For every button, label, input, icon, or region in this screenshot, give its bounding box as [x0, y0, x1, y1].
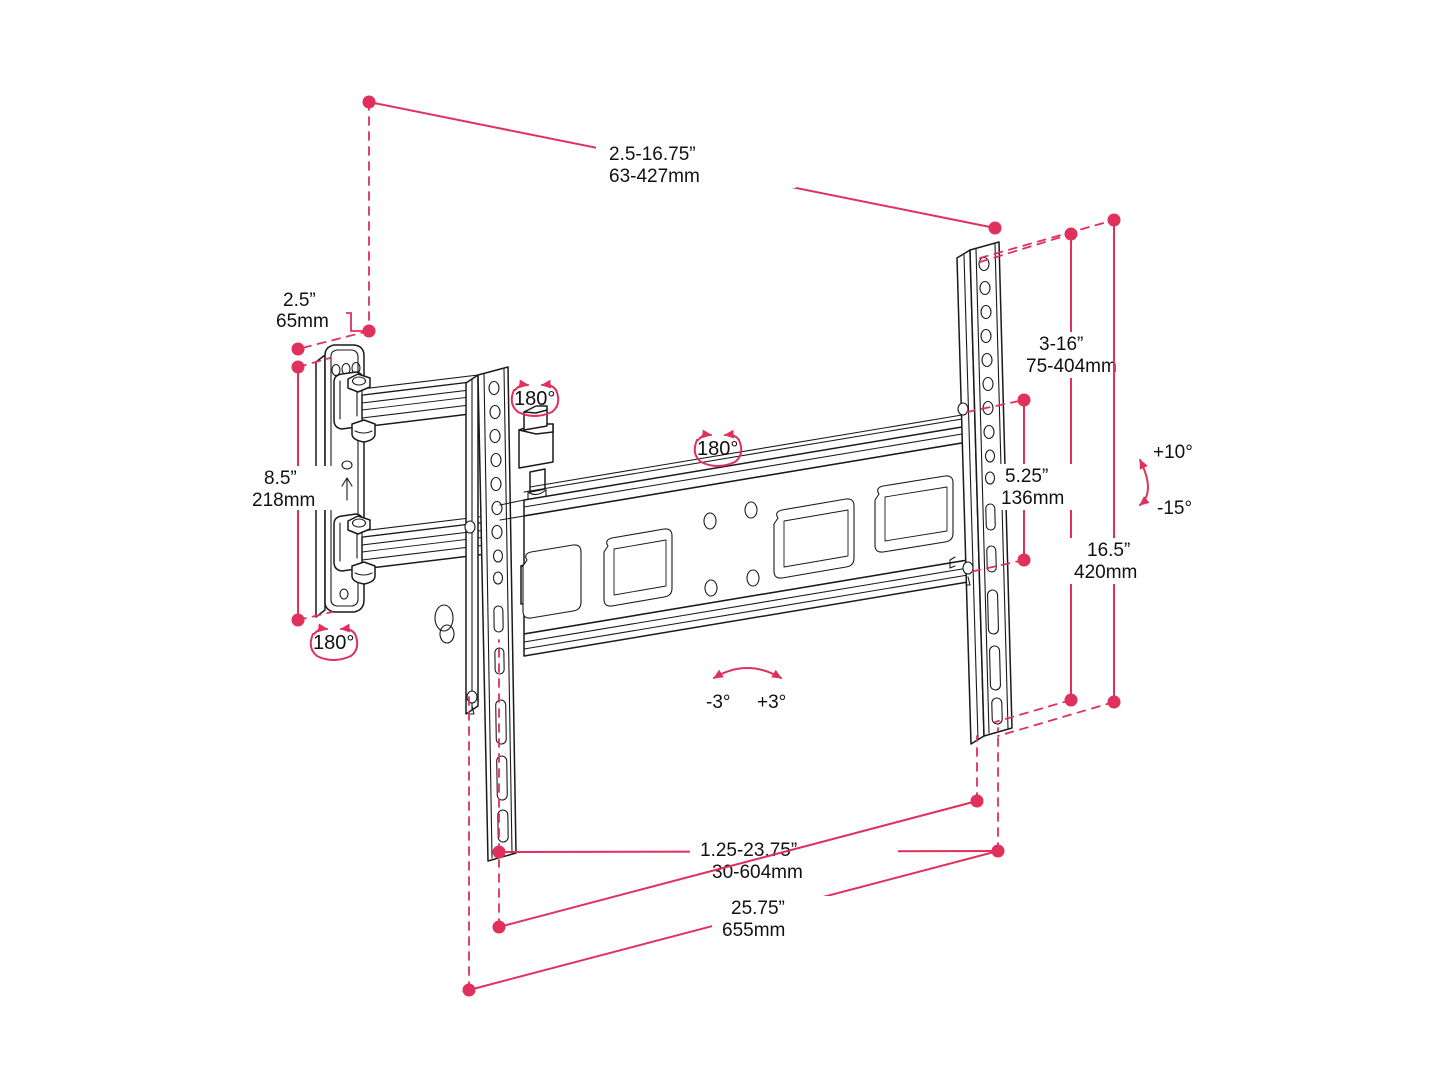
extension-rail — [499, 413, 969, 657]
dim-depth-range-leader — [492, 735, 984, 934]
tilt-roll-indicator: -3° +3° — [706, 667, 786, 713]
badge-swivel-center: 180° — [693, 429, 743, 467]
dim-plate-height-metric: 218mm — [252, 490, 315, 511]
tilt-down-label: -15° — [1157, 498, 1192, 519]
cable-ring — [434, 604, 455, 644]
dim-vesa-metric: 75-404mm — [1026, 356, 1117, 377]
dim-overall-width: 25.75” 655mm — [462, 689, 999, 997]
bracket-bolt-upper — [518, 405, 554, 503]
dim-plate-depth-metric: 65mm — [276, 311, 329, 332]
dim-vesa-imperial: 3-16” — [1039, 334, 1083, 355]
roll-right-label: +3° — [757, 692, 786, 713]
rail-bolt-holes — [703, 501, 760, 597]
badge-swivel-left-upper: 180° — [510, 379, 560, 417]
dim-plate-height-imperial: 8.5” — [264, 468, 297, 489]
dim-vesa-height: 3-16” 75-404mm — [979, 227, 1130, 723]
dim-depth-range: 1.25-23.75” 30-604mm — [492, 639, 1005, 884]
dim-rail-height-metric: 420mm — [1074, 562, 1137, 583]
dim-bracket-spacing: 5.25” 136mm — [966, 393, 1088, 573]
roll-left-label: -3° — [706, 692, 731, 713]
rail-slots — [493, 605, 509, 843]
tilt-vertical-indicator: +10° -15° — [1139, 442, 1193, 519]
dim-top-extension: 2.5-16.75” 63-427mm — [362, 95, 1002, 331]
dim-bracket-spacing-imperial: 5.25” — [1005, 466, 1048, 487]
dim-plate-height: 8.5” 218mm — [248, 357, 334, 627]
right-rail-slots — [985, 503, 1003, 725]
badge-swivel-left-lower: 180° — [309, 623, 359, 661]
dim-plate-depth: 2.5” 65mm — [272, 288, 376, 356]
badge-swivel-center-label: 180° — [697, 438, 738, 460]
dim-top-extension-metric: 63-427mm — [609, 166, 700, 187]
dim-rail-height-imperial: 16.5” — [1087, 540, 1130, 561]
dim-overall-width-imperial: 25.75” — [731, 898, 785, 919]
dim-depth-range-metric: 30-604mm — [712, 862, 803, 883]
dim-rail-height: 16.5” 420mm — [979, 213, 1164, 737]
dim-overall-width-metric: 655mm — [722, 920, 785, 941]
rail-cutouts — [522, 475, 954, 619]
rail-round-holes — [488, 380, 504, 585]
right-vertical-rail — [949, 241, 1013, 745]
dim-bracket-spacing-metric: 136mm — [1001, 488, 1064, 509]
dim-plate-depth-imperial: 2.5” — [283, 290, 316, 311]
dim-depth-range-imperial: 1.25-23.75” — [700, 840, 797, 861]
badge-swivel-left-lower-label: 180° — [313, 632, 354, 654]
left-vertical-rail — [464, 366, 517, 862]
dim-top-extension-imperial: 2.5-16.75” — [609, 144, 696, 165]
badge-swivel-left-upper-label: 180° — [514, 388, 555, 410]
product-illustration — [315, 241, 1013, 862]
tilt-up-label: +10° — [1153, 442, 1193, 463]
